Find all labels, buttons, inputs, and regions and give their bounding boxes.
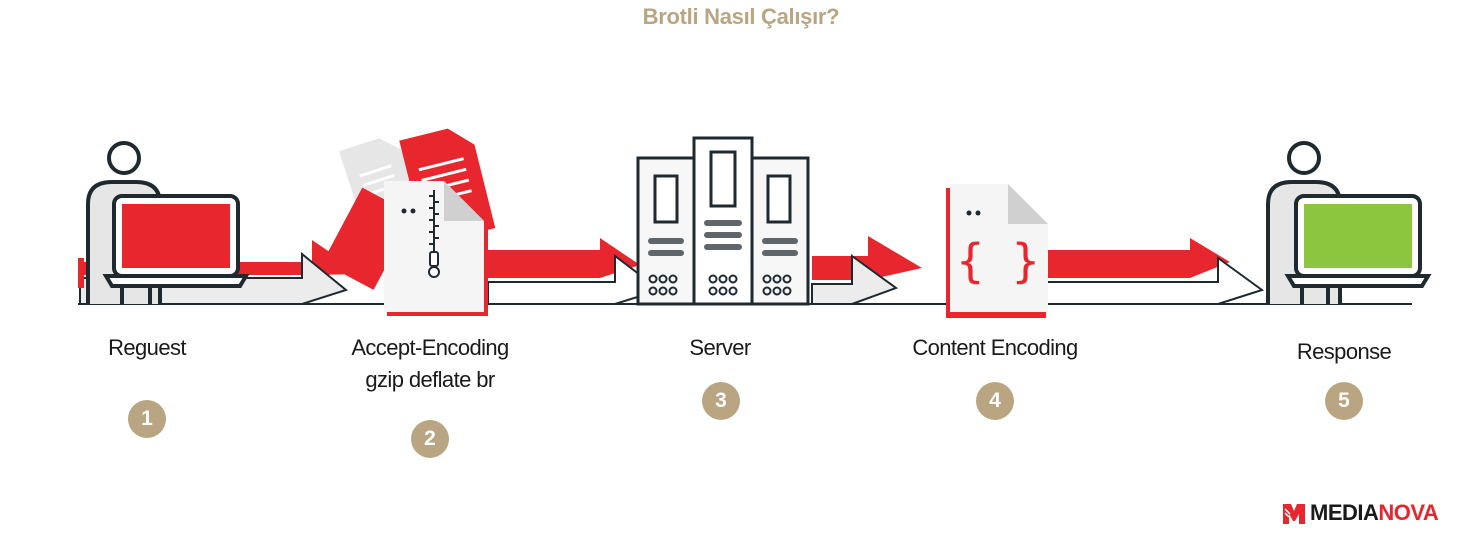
step-5-label: Response [1296,339,1392,364]
step-1-label: Reguest [108,335,186,360]
user-laptop-icon [86,141,250,304]
zip-file-icon [322,128,496,316]
step-4-badge: 4 [976,382,1014,420]
code-braces-glyph: { } [956,234,1039,288]
logo-text-nova: NOVA [1378,500,1439,525]
step-5-badge: 5 [1325,382,1363,420]
step-3-label: Server [689,335,751,360]
medianova-logo: MEDIANOVA [1282,499,1439,527]
medianova-mark-icon [1283,504,1305,524]
user-laptop-icon [1266,141,1432,304]
step-2-badge: 2 [411,420,449,458]
logo-text-media: MEDIA [1310,500,1379,525]
server-icon [636,136,810,306]
step-3-badge: 3 [702,382,740,420]
arrow-3 [811,236,922,305]
step-1-badge: 1 [128,400,166,438]
code-file-icon: { } [946,184,1048,318]
step-4-label: Content Encoding [912,335,1078,360]
arrow-2 [487,238,663,305]
arrow-4 [1045,238,1265,305]
diagram-title: Brotli Nasıl Çalışır? [642,4,840,29]
step-2-label: Accept-Encoding gzip deflate br [351,335,509,392]
